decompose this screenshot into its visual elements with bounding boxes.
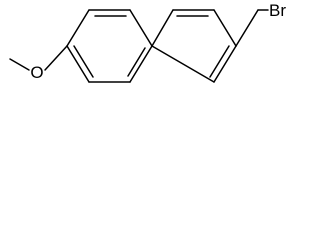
bond-c5-c4a <box>151 45 215 83</box>
bromine-label: Br <box>269 1 286 20</box>
bond-o-ch3 <box>9 58 30 71</box>
bond-c7-c6 <box>213 9 237 47</box>
bond-c3-c4-inner <box>73 45 94 78</box>
bond-c2-c3 <box>66 9 90 47</box>
structural-formula: O Br <box>9 1 286 83</box>
bond-c4a-c8a <box>129 45 153 83</box>
bond-c6-c5-inner <box>209 45 230 78</box>
atom-labels: O Br <box>30 1 286 82</box>
bond-c8a-c1 <box>129 9 153 47</box>
bond-c8a-c8 <box>151 9 174 47</box>
bond-c3-o <box>44 45 68 71</box>
bond-c3-c4 <box>66 45 90 83</box>
bond-c6-ch2 <box>235 9 259 47</box>
oxygen-label: O <box>30 63 43 82</box>
bond-c6-c5 <box>213 45 237 83</box>
bonds <box>9 9 269 83</box>
bond-c4a-c8a-inner <box>127 47 146 77</box>
